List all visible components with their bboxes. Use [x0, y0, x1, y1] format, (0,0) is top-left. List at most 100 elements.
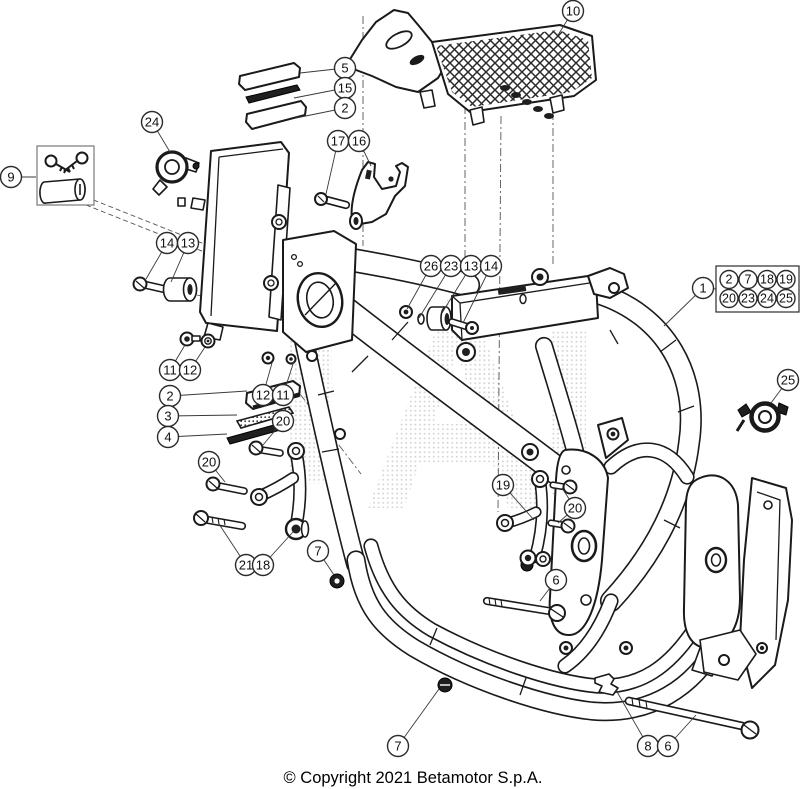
balloon-20[interactable] [271, 409, 295, 433]
balloon-7[interactable] [306, 539, 330, 563]
balloon-16[interactable] [347, 129, 371, 153]
frame-cradle-tube [348, 552, 727, 720]
balloon-label-14: 14 [160, 236, 174, 251]
bolt17-shaft [324, 197, 349, 208]
bracket-part-16 [349, 161, 409, 230]
nut-part-12 [200, 333, 216, 349]
panel-stud [177, 197, 186, 207]
bolt-part-20d [547, 518, 576, 534]
balloon-label-15: 15 [338, 81, 352, 96]
bracket-slot-hole [385, 30, 413, 50]
side-guard-plate [739, 477, 793, 689]
leader-line [169, 390, 248, 397]
balloon-9[interactable] [0, 165, 23, 189]
grouped-balloon-label-20: 20 [722, 292, 736, 306]
bolt-part-20a [248, 440, 284, 457]
bolt-part-6 [482, 596, 566, 622]
spar-fasteners [261, 350, 318, 365]
nut-part-11 [179, 331, 201, 347]
grouped-balloon-label-23: 23 [741, 292, 755, 306]
balloon-7[interactable] [386, 734, 410, 758]
grouped-balloon-7[interactable] [738, 269, 758, 290]
clip-part-8 [594, 673, 619, 696]
nut-7-hole [334, 578, 340, 584]
grouped-balloon-19[interactable] [776, 269, 796, 290]
balloon-label-6: 6 [552, 573, 559, 588]
serrated-edge [500, 85, 554, 119]
balloon-label-11: 11 [276, 388, 290, 403]
balloon-label-20: 20 [202, 455, 216, 470]
grouped-balloon-2[interactable] [719, 269, 739, 290]
balloon-label-21: 21 [239, 558, 253, 573]
balloon-label-9: 9 [7, 170, 14, 185]
balloon-13[interactable] [176, 231, 200, 255]
grip-surface [436, 30, 592, 107]
frame-cradle-inner-tube [365, 540, 701, 693]
bolt-part-20b [205, 476, 248, 495]
subframe-box-beam [451, 267, 629, 362]
bushing-part-13b [426, 306, 452, 331]
bolt-part-14b [448, 318, 479, 335]
y-bracket-part-19 [496, 470, 551, 567]
bolt-part-17 [314, 192, 351, 210]
balloon-label-19: 19 [496, 478, 510, 493]
balloon-label-23: 23 [444, 259, 458, 274]
balloon-18[interactable] [251, 553, 275, 577]
frame-rear-stub-tube [559, 595, 617, 672]
balloon-label-3: 3 [164, 409, 171, 424]
grouped-balloon-label-25: 25 [779, 292, 793, 306]
bolt-part-6b [624, 696, 760, 740]
balloon-24[interactable] [140, 110, 164, 134]
balloon-label-12: 12 [256, 388, 270, 403]
balloon-label-1: 1 [699, 281, 706, 296]
grouped-balloon-18[interactable] [757, 269, 777, 290]
balloon-25[interactable] [776, 368, 800, 392]
balloon-4[interactable] [156, 425, 180, 449]
balloon-label-18: 18 [256, 558, 270, 573]
balloon-14[interactable] [479, 254, 503, 278]
leader-line [167, 414, 238, 417]
clamp-part-24 [152, 150, 200, 196]
copyright-text: © Copyright 2021 Betamotor S.p.A. [284, 769, 543, 787]
balloon-label-10: 10 [566, 4, 580, 19]
balloon-11[interactable] [271, 383, 295, 407]
balloon-2[interactable] [333, 96, 357, 120]
skid-plate-part [346, 9, 597, 126]
clamp-part-25 [735, 401, 789, 433]
balloon-label-5: 5 [341, 61, 348, 76]
grouped-balloon-20[interactable] [719, 288, 739, 309]
grouped-balloon-24[interactable] [757, 288, 777, 309]
balloon-label-20: 20 [568, 501, 582, 516]
balloon-label-17: 17 [331, 134, 345, 149]
balloon-1[interactable] [691, 276, 715, 300]
grouped-balloon-25[interactable] [776, 288, 796, 309]
balloon-20[interactable] [563, 496, 587, 520]
balloon-label-8: 8 [644, 739, 651, 754]
balloon-10[interactable] [561, 0, 585, 23]
spacer-part-13 [162, 277, 198, 302]
balloon-6[interactable] [656, 734, 680, 758]
leader-line [397, 688, 440, 747]
frame-downtube [294, 327, 365, 573]
y-bracket-part-18 [250, 442, 310, 541]
lock-barrel [39, 178, 86, 204]
engine-mount-lugs [520, 443, 757, 681]
balloon-label-7: 7 [394, 739, 401, 754]
balloon-12[interactable] [178, 358, 202, 382]
grouped-balloon-23[interactable] [738, 288, 758, 309]
grouped-balloon-label-7: 7 [745, 273, 752, 287]
balloon-6[interactable] [544, 568, 568, 592]
balloon-label-13: 13 [181, 236, 195, 251]
grouped-balloon-label-24: 24 [760, 292, 774, 306]
pad-part-2 [245, 100, 307, 130]
balloon-label-25: 25 [781, 373, 795, 388]
balloon-20[interactable] [197, 450, 221, 474]
steering-head-plate [282, 230, 357, 440]
balloon-label-2: 2 [341, 101, 348, 116]
balloon-19[interactable] [491, 473, 515, 497]
balloon-label-12: 12 [183, 363, 197, 378]
grouped-balloon-label-18: 18 [760, 273, 774, 287]
hardware-parts-26-23-13-14 [399, 305, 479, 335]
balloon-label-6: 6 [664, 739, 671, 754]
